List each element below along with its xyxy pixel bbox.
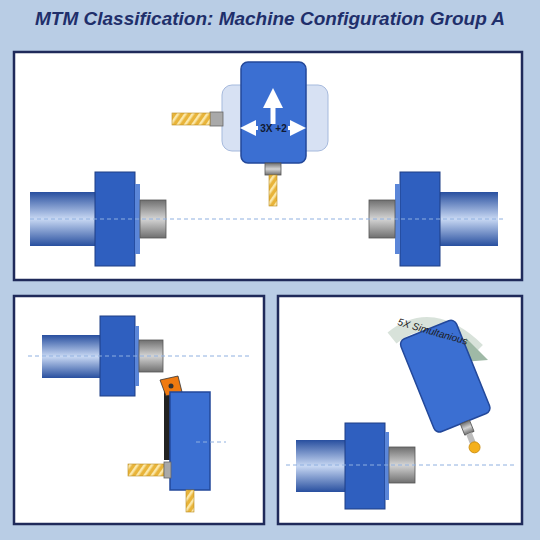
spindle-head: 3X +2 xyxy=(241,62,306,163)
centerline xyxy=(28,356,252,357)
motion-label: 5X Simultanious xyxy=(396,316,468,346)
lathe-spindle xyxy=(42,316,163,396)
axis-label: 3X +2 xyxy=(260,123,286,134)
centerline xyxy=(30,219,506,220)
5x-spindle xyxy=(296,423,415,509)
diagram-title: MTM Classification: Machine Configuratio… xyxy=(0,8,540,30)
panel xyxy=(278,296,522,524)
panel xyxy=(14,52,522,280)
milling-head xyxy=(172,62,328,206)
panel xyxy=(14,296,264,524)
centerline xyxy=(286,465,514,466)
tool-turret xyxy=(128,376,226,512)
